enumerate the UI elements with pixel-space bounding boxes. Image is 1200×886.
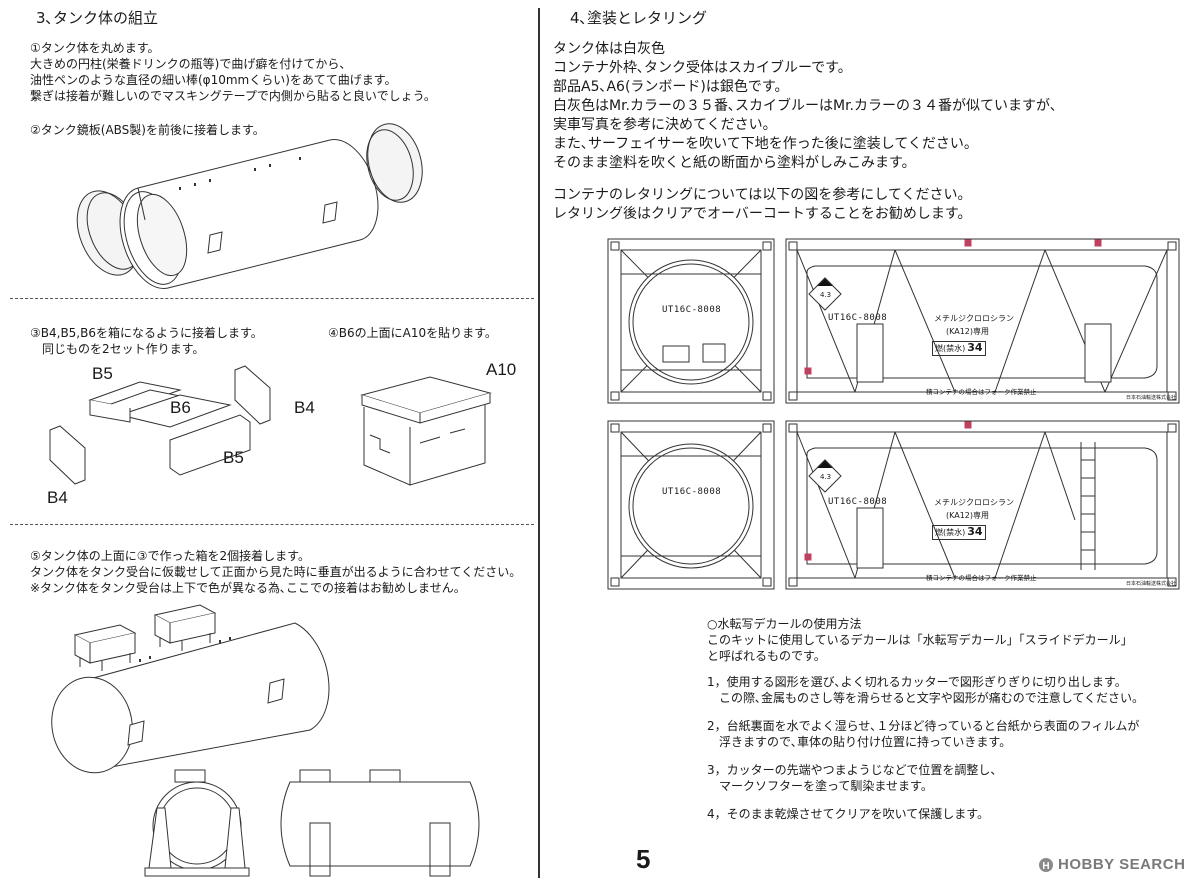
- forklift-note-lower: 積コンテナの場合はフォーク作業禁止: [926, 574, 1037, 582]
- step5-line3: ※タンク体をタンク受台は上下で色が異なる為､ここでの接着はお勧めしません。: [30, 581, 466, 595]
- container-code-end-lower: UT16C-8008: [662, 487, 722, 497]
- section4-title: 4､塗装とレタリング: [570, 9, 708, 27]
- hazard-class-lower: 4.3: [820, 473, 832, 481]
- container-side-view-lower: [785, 420, 1180, 590]
- step1-line3: 油性ペンのような直径の細い棒(φ10mmくらい)をあてて曲げます。: [30, 73, 397, 87]
- paint-line5: 実車写真を参考に決めてください。: [553, 117, 777, 133]
- watermark: H HOBBY SEARCH: [1038, 856, 1185, 873]
- chemical-code-lower: (KA12)専用: [946, 511, 989, 520]
- forklift-note-upper: 積コンテナの場合はフォーク作業禁止: [926, 388, 1037, 396]
- step1-line4: 繋ぎは接着が難しいのでマスキングテープで内側から貼ると良いでしょう。: [30, 89, 436, 103]
- label-b6: B6: [170, 398, 191, 417]
- hazard-class-upper: 4.3: [820, 291, 832, 299]
- chemical-name-lower: メチルジクロロシラン: [934, 498, 1014, 507]
- step3-line1: ③B4,B5,B6を箱になるように接着します。: [30, 326, 263, 340]
- step1-line1: ①タンク体を丸めます。: [30, 41, 160, 55]
- decal-step4-line1: 4，そのまま乾燥させてクリアを吹いて保護します。: [707, 807, 990, 821]
- step1-line2: 大きめの円柱(栄養ドリンクの瓶等)で曲げ癖を付けてから、: [30, 57, 352, 71]
- container-code-end-upper: UT16C-8008: [662, 305, 722, 315]
- exploded-box-drawing: [40, 360, 290, 500]
- lettering-line2: レタリング後はクリアでオーバーコートすることをお勧めします。: [553, 206, 972, 222]
- decal-step2-line2: 浮きますので､車体の貼り付け位置に持っていきます。: [707, 735, 1012, 749]
- decal-intro-line2: と呼ばれるものです。: [707, 649, 826, 663]
- hazard-num-upper: 34: [967, 341, 983, 354]
- container-code-side-lower: UT16C-8008: [828, 497, 888, 507]
- lettering-line1: コンテナのレタリングについては以下の図を参考にしてください。: [553, 187, 972, 203]
- decal-step3-line2: マークソフターを塗って馴染ませます。: [707, 779, 933, 793]
- tank-body-drawing: [70, 125, 450, 290]
- assembled-box-drawing: [350, 365, 500, 495]
- paint-line6: また､サーフェイサーを吹いて下地を作った後に塗装してください。: [553, 136, 978, 152]
- label-b5-top: B5: [92, 364, 113, 383]
- step4-text: ④B6の上面にA10を貼ります。: [328, 326, 497, 340]
- owner-upper: 日本石油輸送株式会社: [1126, 395, 1177, 401]
- container-end-view-lower: [607, 420, 775, 590]
- section3-title: 3､タンク体の組立: [36, 9, 159, 27]
- left-divider-1: [10, 298, 534, 299]
- chemical-name-upper: メチルジクロロシラン: [934, 314, 1014, 323]
- side-view-drawing: [270, 768, 490, 878]
- hazard-box-upper: 燃(禁水)34: [932, 341, 986, 356]
- paint-line2: コンテナ外枠､タンク受体はスカイブルーです。: [553, 60, 852, 76]
- column-divider: [538, 8, 540, 878]
- step5-line1: ⑤タンク体の上面に③で作った箱を2個接着します。: [30, 549, 310, 563]
- label-b5-bottom: B5: [223, 448, 244, 467]
- hobby-search-logo-icon: H: [1039, 857, 1053, 872]
- decal-step1-line1: 1，使用する図形を選び､よく切れるカッターで図形ぎりぎりに切り出します。: [707, 675, 1127, 689]
- decal-step1-line2: この際､金属ものさし等を滑らせると文字や図形が痛むので注意してください。: [707, 691, 1145, 705]
- paint-line7: そのまま塗料を吹くと紙の断面から塗料がしみこみます。: [553, 155, 916, 171]
- container-side-view-upper: [785, 238, 1180, 404]
- paint-line1: タンク体は白灰色: [553, 41, 665, 57]
- svg-text:H: H: [1042, 861, 1049, 872]
- container-end-view-upper: [607, 238, 775, 404]
- step3-line2: 同じものを2セット作ります。: [30, 342, 205, 356]
- step5-line2: タンク体をタンク受台に仮載せして正面から見た時に垂直が出るように合わせてください…: [30, 565, 522, 579]
- front-view-drawing: [145, 768, 255, 878]
- tank-with-boxes-drawing: [40, 605, 340, 770]
- decal-intro-line1: このキットに使用しているデカールは「水転写デカール」「スライドデカール」: [707, 633, 1133, 647]
- label-a10: A10: [486, 360, 517, 379]
- watermark-text: HOBBY SEARCH: [1058, 856, 1186, 873]
- paint-line4: 白灰色はMr.カラーの３５番､スカイブルーはMr.カラーの３４番が似ていますが､: [553, 98, 1057, 114]
- step2-text: ②タンク鏡板(ABS製)を前後に接着します。: [30, 123, 265, 137]
- decal-step3-line1: 3，カッターの先端やつまようじなどで位置を調整し、: [707, 763, 1003, 777]
- left-divider-2: [10, 524, 534, 525]
- hazard-label-lower: 燃(禁水): [935, 528, 966, 537]
- chemical-code-upper: (KA12)専用: [946, 327, 989, 336]
- hazard-box-lower: 燃(禁水)34: [932, 525, 986, 540]
- decal-title: ○水転写デカールの使用方法: [707, 617, 862, 631]
- decal-step2-line1: 2，台紙裏面を水でよく湿らせ､１分ほど待っていると台紙から表面のフィルムが: [707, 719, 1140, 733]
- label-b4-right: B4: [294, 398, 315, 417]
- label-b4-left: B4: [47, 488, 68, 507]
- hazard-num-lower: 34: [967, 525, 983, 538]
- hazard-label-upper: 燃(禁水): [935, 344, 966, 353]
- owner-lower: 日本石油輸送株式会社: [1126, 581, 1177, 587]
- paint-line3: 部品A5､A6(ランボード)は銀色です。: [553, 79, 789, 95]
- container-code-side-upper: UT16C-8008: [828, 313, 888, 323]
- page-number: 5: [636, 844, 651, 874]
